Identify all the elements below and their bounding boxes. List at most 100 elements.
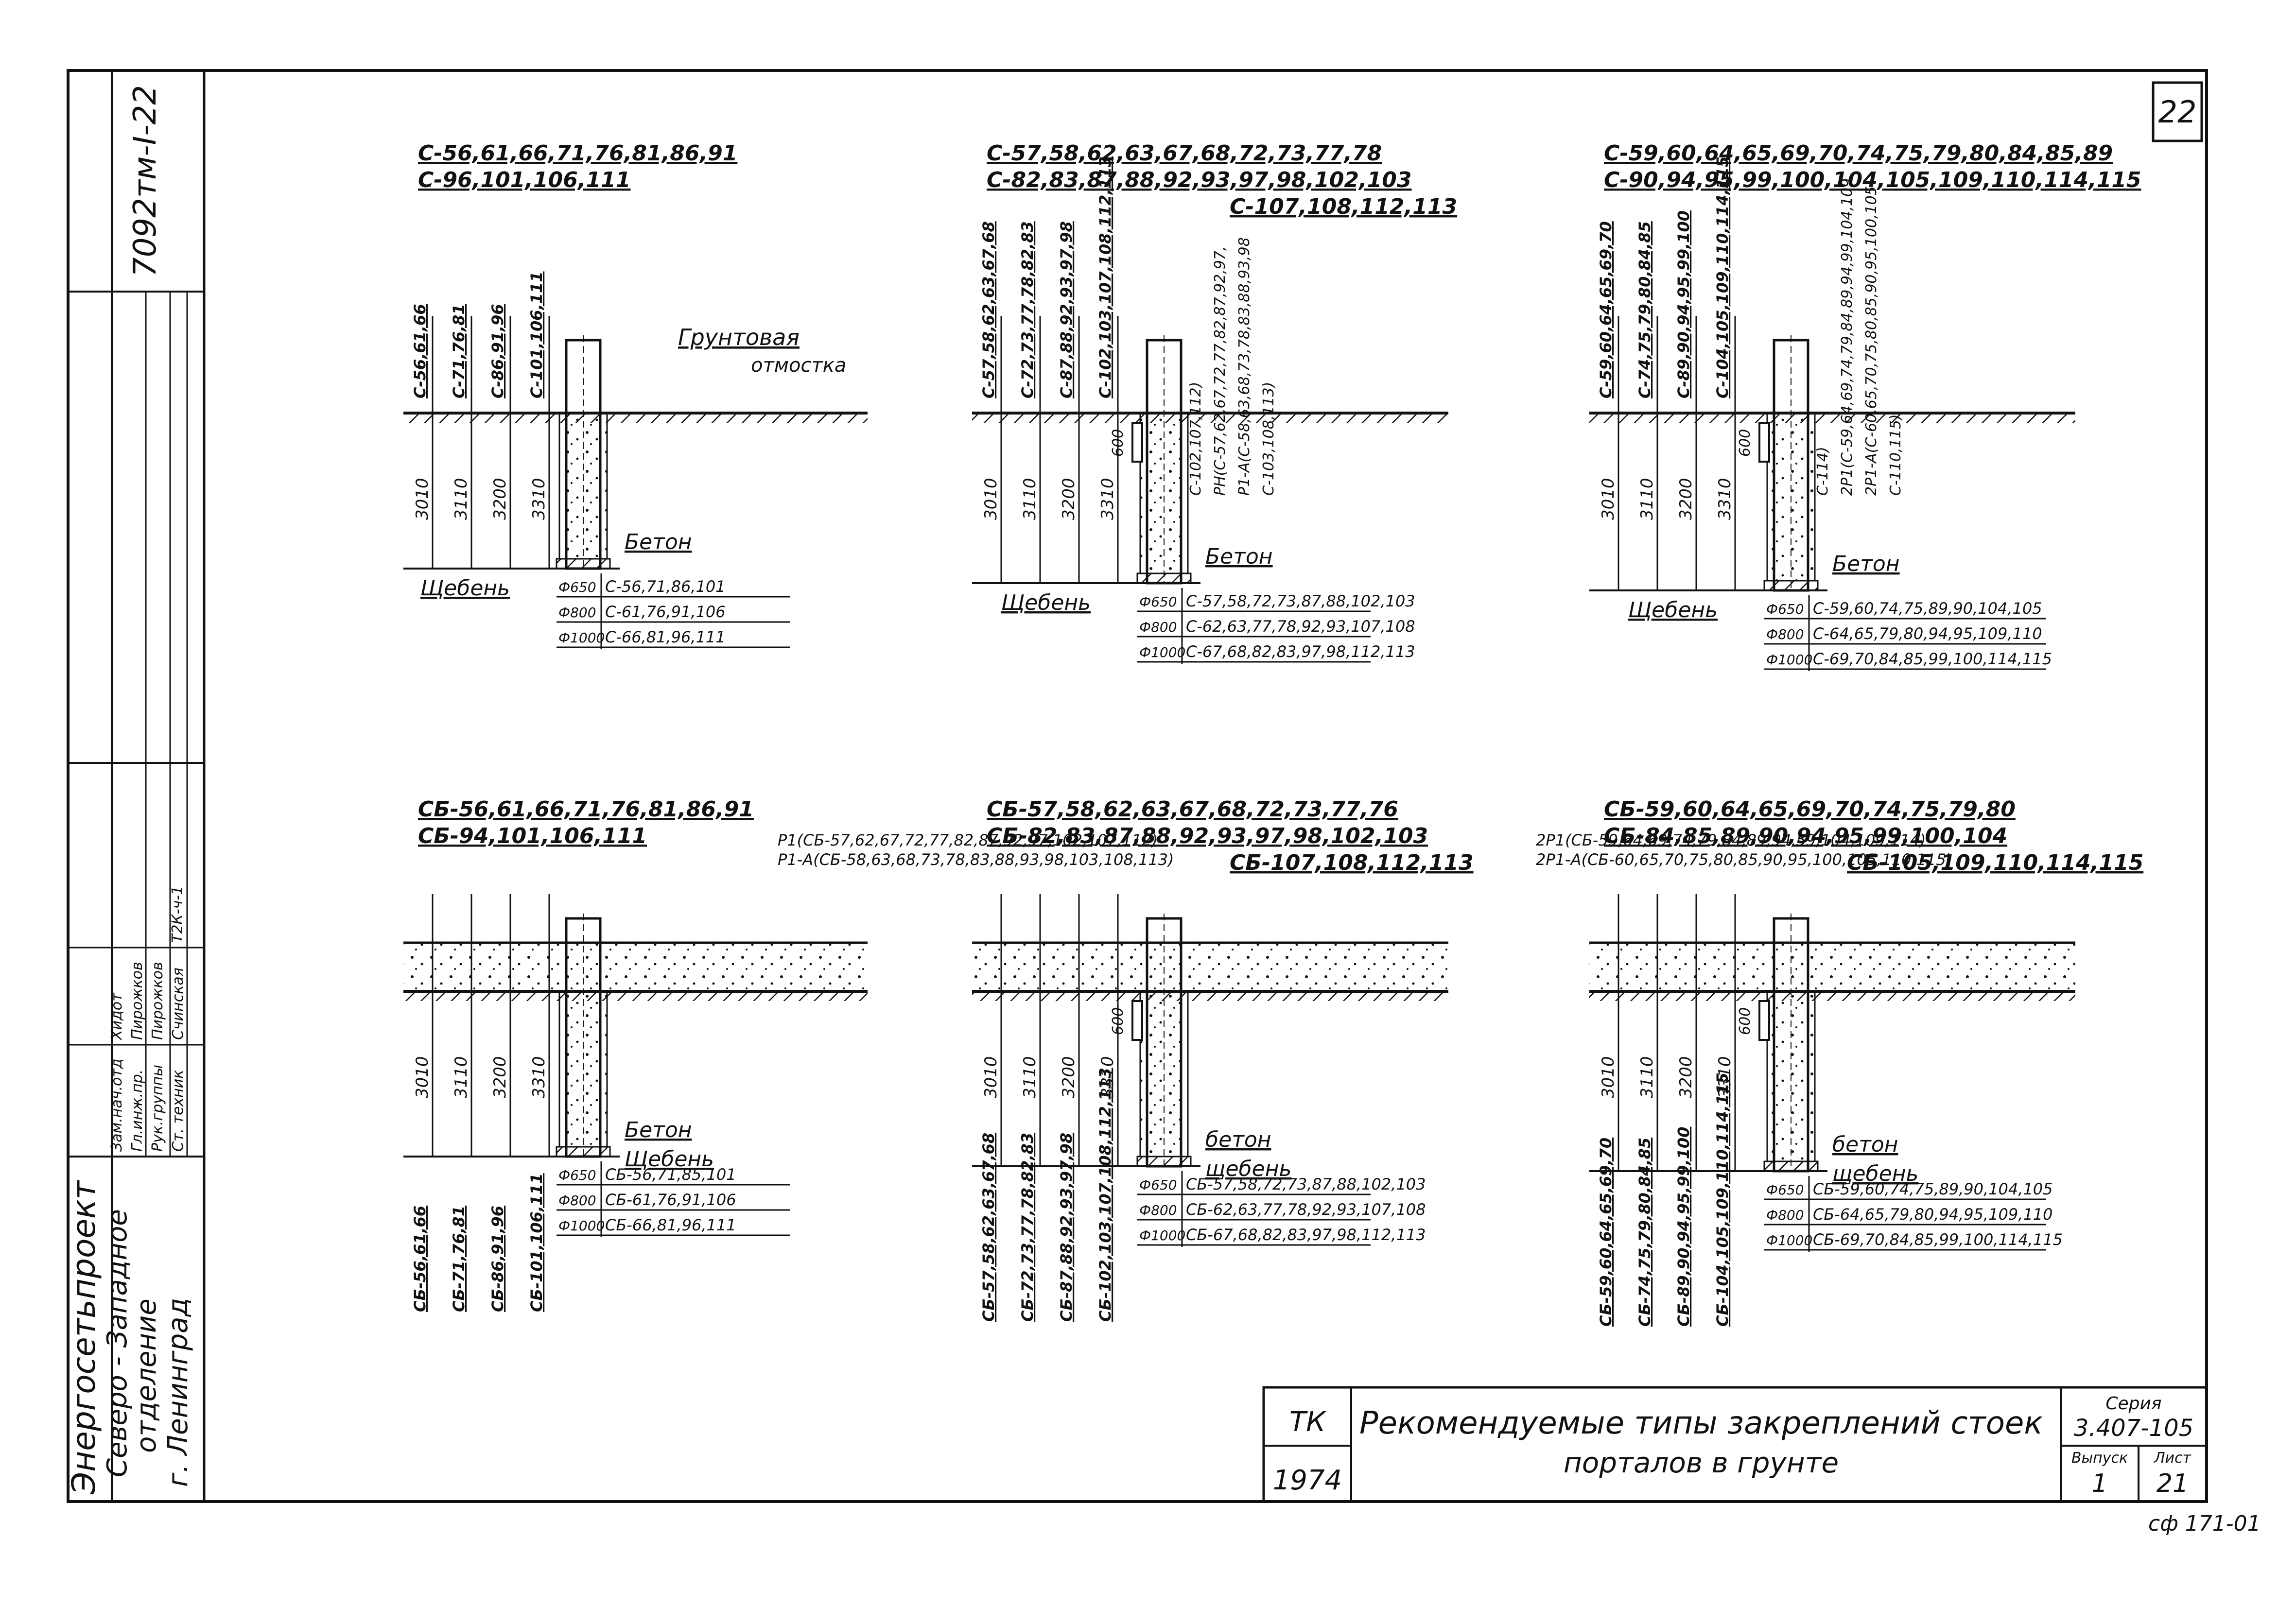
depth-value: 3110	[1637, 478, 1657, 520]
diagram-header: С-82,83,87,88,92,93,97,98,102,103	[987, 168, 1412, 192]
plate-note: Р1-А(СБ-58,63,68,73,78,83,88,93,98,103,1…	[778, 850, 1174, 869]
depth-value: 3310	[529, 478, 549, 520]
crushed-stone-base	[1763, 580, 1819, 591]
plate-note: 2Р1-А(С-60,65,70,75,80,85,90,95,100,105	[1863, 186, 1880, 496]
diagram-6: СБ-59,60,64,65,69,70,74,75,79,80СБ-84,85…	[1536, 797, 2143, 1327]
column-label: СБ-59,60,64,65,69,70	[1597, 1138, 1615, 1327]
staff-name: Хидот	[108, 992, 125, 1041]
concrete-label: Бетон	[1205, 544, 1273, 569]
column-label: СБ-102,103,107,108,112,113	[1096, 1068, 1114, 1322]
table-diameter: Ф650	[558, 1167, 596, 1183]
diagram-2: С-57,58,62,63,67,68,72,73,77,78С-82,83,8…	[972, 141, 1457, 664]
ground-hatch	[1589, 990, 2075, 1001]
series-value: 3.407-105	[2074, 1415, 2193, 1442]
table-diameter: Ф800	[558, 1192, 596, 1209]
table-models: С-59,60,74,75,89,90,104,105	[1813, 599, 2042, 618]
column-label: СБ-87,88,92,93,97,98	[1057, 1133, 1076, 1322]
anchor-plate	[1758, 1000, 1770, 1041]
diagram-header: СБ-59,60,64,65,69,70,74,75,79,80	[1604, 797, 2016, 822]
depth-value: 3110	[1020, 478, 1040, 520]
ground-paving-label: Грунтовая	[678, 324, 800, 350]
diagram-header: СБ-105,109,110,114,115	[1847, 850, 2143, 875]
column-label: С-86,91,96	[488, 304, 507, 398]
staff-role: Гл.инж.пр.	[129, 1070, 146, 1152]
table-models: СБ-61,76,91,106	[605, 1191, 736, 1209]
column-label: СБ-74,75,79,80,84,85	[1635, 1138, 1654, 1327]
side-stamp: 7092тм-I-22 Энергосетьпроект Северо - За…	[65, 70, 204, 1502]
depth-value: 3310	[1715, 1056, 1735, 1098]
depth-value: 3310	[529, 1056, 549, 1098]
plate-note: Р1-А(С-58,63,68,73,78,83,88,93,98	[1236, 237, 1253, 496]
concrete-fill	[1766, 990, 1816, 1162]
tk-label: ТК	[1289, 1406, 1326, 1438]
table-diameter: Ф1000	[1139, 1227, 1185, 1244]
table-diameter: Ф1000	[1766, 652, 1812, 668]
sheet-title-line1: Рекомендуемые типы закреплений стоек	[1359, 1405, 2043, 1441]
column-label: СБ-101,106,111	[527, 1173, 546, 1312]
page-number: 22	[2158, 94, 2197, 130]
crushed-stone-label: Щебень	[1001, 590, 1091, 615]
diagram-3: С-59,60,64,65,69,70,74,75,79,80,84,85,89…	[1589, 141, 2141, 671]
table-diameter: Ф650	[1766, 601, 1804, 617]
paving-fill	[1589, 943, 2075, 991]
diagram-header: С-57,58,62,63,67,68,72,73,77,78	[987, 141, 1382, 166]
staff-name: Счинская	[170, 968, 187, 1040]
crushed-stone-base	[556, 1146, 611, 1158]
crushed-stone-base	[556, 558, 611, 570]
crushed-stone-label: Щебень	[420, 576, 510, 601]
sheet-value: 21	[2157, 1469, 2189, 1498]
sheet-title-line2: порталов в грунте	[1564, 1446, 1839, 1479]
depth-value: 3010	[981, 478, 1001, 520]
column-label: СБ-57,58,62,63,67,68	[979, 1133, 998, 1322]
column-label: С-59,60,64,65,69,70	[1597, 221, 1615, 398]
ground-paving-label: отмостка	[751, 354, 846, 377]
org-name-line1: Энергосетьпроект	[65, 1179, 103, 1495]
column-label: СБ-72,73,77,78,82,83	[1018, 1133, 1037, 1322]
depth-value: 3200	[490, 1056, 510, 1098]
table-diameter: Ф1000	[558, 1218, 605, 1234]
column-label: С-87,88,92,93,97,98	[1057, 221, 1076, 398]
table-models: СБ-64,65,79,80,94,95,109,110	[1813, 1205, 2053, 1224]
table-models: СБ-59,60,74,75,89,90,104,105	[1813, 1180, 2053, 1198]
table-models: СБ-56,71,85,101	[605, 1165, 736, 1184]
table-diameter: Ф650	[558, 579, 596, 595]
depth-value: 3010	[981, 1056, 1001, 1098]
table-models: СБ-57,58,72,73,87,88,102,103	[1186, 1175, 1426, 1193]
issue-label: Выпуск	[2071, 1450, 2128, 1467]
concrete-label: бетон	[1205, 1127, 1271, 1152]
page-number-box	[2152, 81, 2203, 142]
plate-note: 2Р1(СБ-59,64,69,74,79,84,89,94,59,104,10…	[1536, 831, 1926, 849]
depth-value: 3200	[1676, 478, 1696, 520]
concrete-label: бетон	[1832, 1132, 1898, 1157]
concrete-label: Бетон	[625, 530, 692, 554]
depth-600-label: 600	[1737, 429, 1754, 457]
plate-note: РН(С-57,62,67,72,77,82,87,92,97,	[1212, 246, 1229, 496]
table-diameter: Ф650	[1139, 1177, 1177, 1193]
diagrams-layer: С-56,61,66,71,76,81,86,91С-96,101,106,11…	[403, 141, 2143, 1327]
concrete-fill	[1139, 412, 1189, 574]
table-diameter: Ф1000	[1139, 644, 1185, 660]
table-models: С-67,68,82,83,97,98,112,113	[1186, 642, 1415, 661]
table-diameter: Ф650	[1766, 1182, 1804, 1198]
concrete-fill	[558, 412, 608, 560]
staff-role: Рук.группы	[149, 1065, 166, 1152]
crushed-stone-base	[1136, 1156, 1192, 1167]
crushed-stone-label: Щебень	[1628, 598, 1718, 622]
issue-value: 1	[2091, 1469, 2107, 1498]
crushed-stone-base	[1763, 1160, 1819, 1172]
concrete-label: Бетон	[1832, 552, 1900, 576]
table-models: СБ-69,70,84,85,99,100,114,115	[1813, 1230, 2063, 1249]
diagram-header: СБ-82,83,87,88,92,93,97,98,102,103	[987, 824, 1428, 848]
column-label: С-56,61,66	[411, 304, 429, 398]
plate-note: С-103,108,113)	[1260, 382, 1277, 496]
crushed-stone-label: щебень	[1205, 1157, 1291, 1181]
table-models: СБ-66,81,96,111	[605, 1216, 736, 1234]
table-models: С-62,63,77,78,92,93,107,108	[1186, 617, 1415, 636]
diagram-header: С-59,60,64,65,69,70,74,75,79,80,84,85,89	[1604, 141, 2113, 166]
diagram-header: С-90,94,95,99,100,104,105,109,110,114,11…	[1604, 168, 2141, 192]
footer-code: сф 171-01	[2148, 1511, 2261, 1536]
column-label: С-57,58,62,63,67,68	[979, 221, 998, 398]
column-label: СБ-56,61,66	[411, 1206, 429, 1312]
depth-600-label: 600	[1737, 1007, 1754, 1035]
title-block: ТК 1974 Рекомендуемые типы закреплений с…	[1262, 1386, 2261, 1536]
